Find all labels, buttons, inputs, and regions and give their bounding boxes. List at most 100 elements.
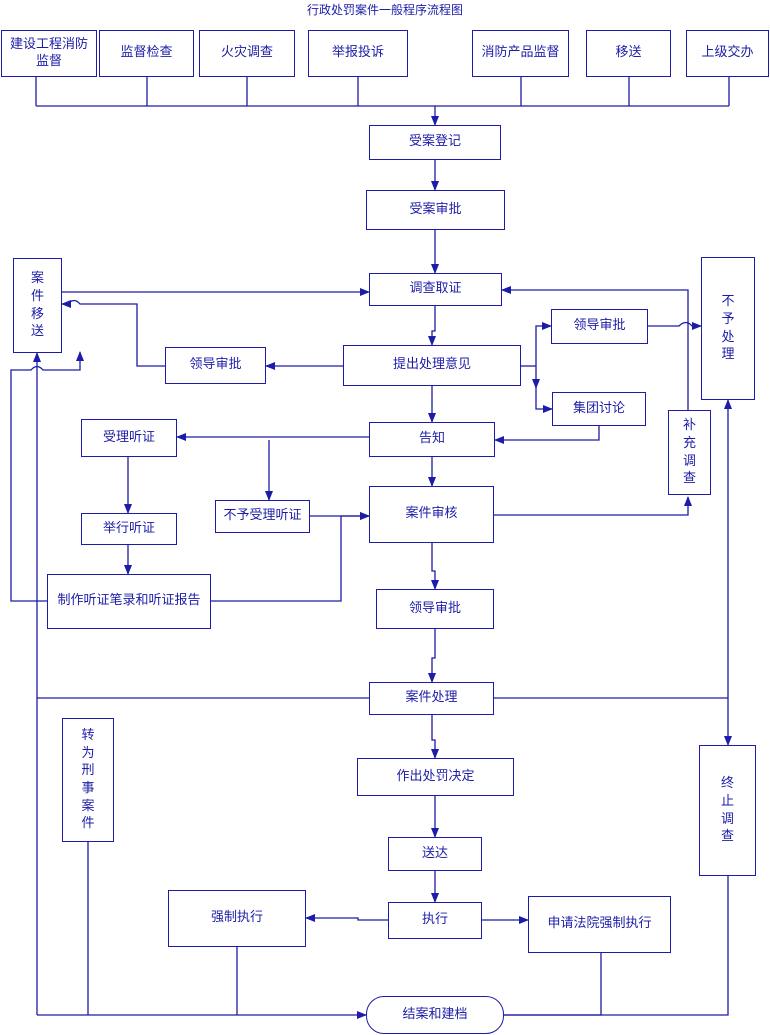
deliver-label: 送达: [421, 845, 448, 861]
supplement-box: 补 充 调 查: [668, 410, 711, 495]
hearing-report-box: 制作听证笔录和听证报告: [47, 574, 211, 629]
propose-label: 提出处理意见: [392, 357, 471, 373]
case-transfer-char-2: 件: [30, 288, 44, 304]
arrow-report-review: [211, 512, 370, 602]
case-handle-box: 案件处理: [369, 682, 494, 715]
case-transfer-char-3: 移: [30, 306, 44, 322]
execute-label: 执行: [421, 912, 448, 928]
no-handle-box: 不 予 处 理: [701, 257, 755, 400]
force-execute-label: 强制执行: [210, 910, 263, 926]
leader-approve-mid-label: 领导审批: [408, 600, 461, 616]
source-label-transfer: 移送: [615, 45, 642, 61]
register-approve-label: 受案审批: [409, 201, 462, 217]
investigate-label: 调查取证: [409, 281, 462, 297]
source-label-superior: 上级交办: [701, 45, 754, 61]
leader-approve-right-label: 领导审批: [573, 318, 626, 334]
terminate-char-2: 止: [720, 793, 734, 809]
source-box-inspection: 监督检查: [99, 30, 194, 77]
case-transfer-box: 案 件 移 送: [13, 258, 62, 353]
arrow-leader-handle: [428, 629, 436, 683]
criminal-char-2: 为: [81, 745, 95, 761]
arrow-leaderleft-transfer: [61, 299, 165, 367]
source-label-inspection: 监督检查: [120, 45, 173, 61]
chart-title: 行政处罚案件一般程序流程图: [306, 3, 463, 17]
arrow-review-leader: [431, 543, 439, 590]
criminal-char-5: 案: [81, 798, 95, 814]
case-review-box: 案件审核: [369, 486, 494, 543]
source-box-product: 消防产品监督: [472, 30, 569, 77]
force-execute-box: 强制执行: [168, 890, 306, 947]
terminate-char-4: 查: [720, 829, 734, 845]
close-archive-terminal: 结案和建档: [366, 996, 504, 1034]
decide-penalty-label: 作出处罚决定: [396, 768, 475, 784]
court-execute-box: 申请法院强制执行: [528, 896, 671, 953]
source-box-fire: 火灾调查: [199, 30, 295, 77]
arrow-review-supplement: [494, 496, 692, 516]
court-execute-label: 申请法院强制执行: [547, 916, 652, 932]
supplement-char-4: 查: [682, 471, 696, 487]
criminal-char-6: 件: [81, 816, 95, 832]
execute-box: 执行: [388, 902, 482, 939]
leader-approve-left-box: 领导审批: [165, 347, 266, 384]
arrow-supplement-investigate: [501, 286, 689, 410]
arrow-leaderright-nohandle: [648, 321, 702, 330]
propose-box: 提出处理意见: [343, 345, 521, 386]
source-label-report: 举报投诉: [331, 45, 384, 61]
arrow-investigate-propose: [428, 306, 436, 346]
case-review-label: 案件审核: [405, 506, 458, 522]
deliver-box: 送达: [388, 837, 482, 871]
arrow-handle-decide: [431, 715, 439, 759]
source-label-product: 消防产品监督: [481, 45, 560, 61]
source-box-transfer: 移送: [586, 30, 671, 77]
source-box-superior: 上级交办: [686, 30, 769, 77]
supplement-char-1: 补: [682, 418, 696, 434]
reject-hearing-box: 不予受理听证: [215, 500, 310, 533]
accept-hearing-box: 受理听证: [81, 419, 177, 457]
arrow-right-to-leader: [535, 322, 552, 366]
leader-approve-right-box: 领导审批: [551, 309, 648, 344]
terminate-char-1: 终: [720, 776, 734, 792]
supplement-char-2: 充: [682, 435, 696, 451]
no-handle-char-3: 处: [721, 329, 735, 345]
no-handle-char-1: 不: [721, 294, 735, 310]
notify-box: 告知: [369, 422, 495, 457]
case-transfer-char-1: 案: [30, 271, 44, 287]
register-label: 受案登记: [408, 134, 461, 150]
source-box-report: 举报投诉: [308, 30, 408, 77]
case-transfer-char-4: 送: [30, 324, 44, 340]
hold-hearing-box: 举行听证: [81, 513, 177, 545]
case-handle-label: 案件处理: [405, 690, 458, 706]
group-discuss-box: 集团讨论: [552, 392, 646, 426]
notify-label: 告知: [418, 431, 445, 447]
arrow-report-transfer: [10, 351, 84, 602]
reject-hearing-label: 不予受理听证: [223, 508, 302, 524]
leader-approve-mid-box: 领导审批: [376, 589, 494, 629]
register-box: 受案登记: [369, 125, 501, 160]
arrow-execute-force: [305, 914, 388, 922]
supplement-char-3: 调: [682, 453, 696, 469]
terminate-char-3: 调: [720, 811, 734, 827]
group-discuss-label: 集团讨论: [572, 400, 625, 416]
terminate-box: 终 止 调 查: [699, 745, 756, 876]
criminal-char-4: 事: [81, 781, 95, 796]
no-handle-char-2: 予: [721, 311, 735, 327]
decide-penalty-box: 作出处罚决定: [357, 758, 514, 796]
line-court-close: [504, 953, 602, 1016]
leader-approve-left-label: 领导审批: [189, 357, 242, 373]
source-label-fire: 火灾调查: [220, 45, 273, 61]
close-archive-label: 结案和建档: [402, 1006, 468, 1022]
source-box-construction: 建设工程消防监督: [1, 30, 97, 77]
criminal-char-1: 转: [81, 728, 95, 744]
hold-hearing-label: 举行听证: [102, 520, 155, 536]
arrow-right-to-group: [535, 388, 553, 413]
accept-hearing-label: 受理听证: [102, 429, 155, 445]
source-label-construction: 建设工程消防监督: [9, 37, 88, 69]
criminal-char-3: 刑: [81, 763, 95, 779]
arrow-group-notify: [494, 426, 600, 444]
criminal-case-box: 转 为 刑 事 案 件: [62, 718, 114, 842]
line-terminate-down: [504, 876, 729, 1016]
investigate-box: 调查取证: [369, 273, 502, 306]
hearing-report-label: 制作听证笔录和听证报告: [57, 593, 201, 609]
